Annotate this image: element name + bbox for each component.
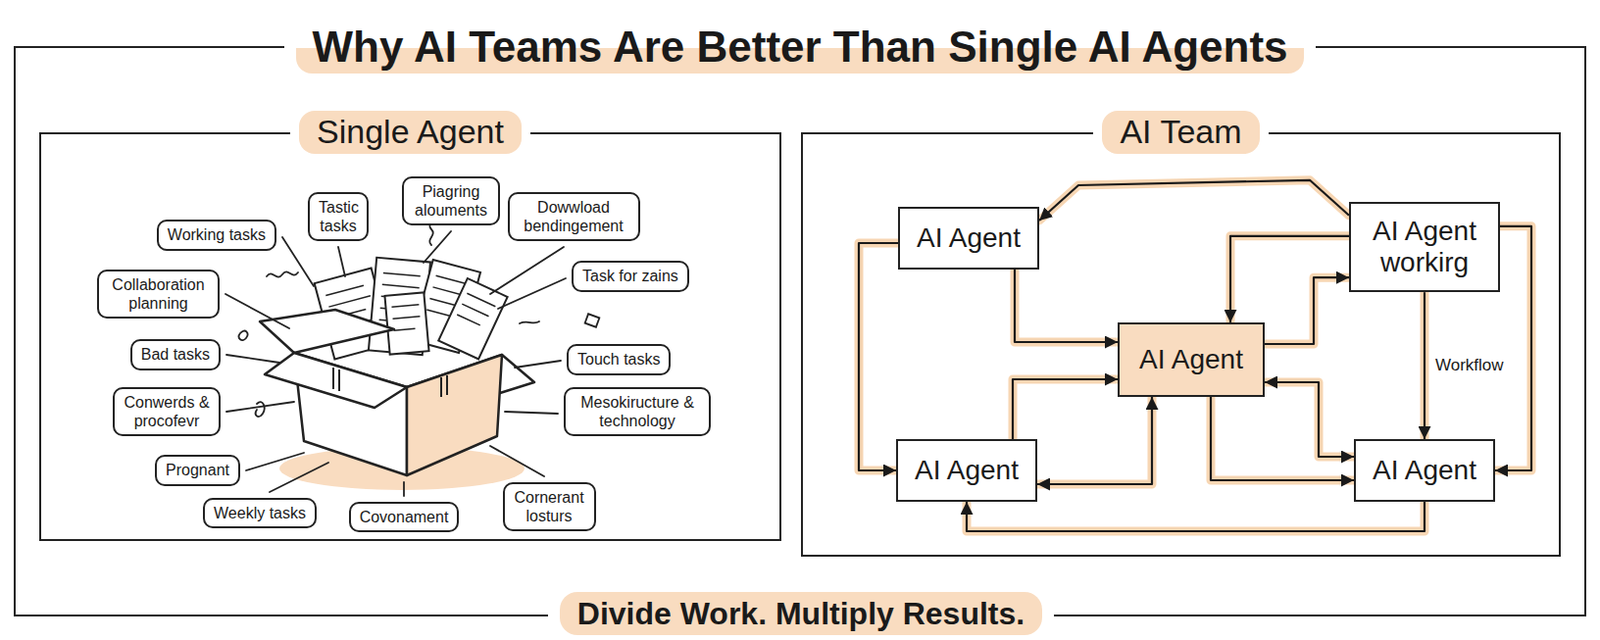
callout-text: Dowwload bendingement	[518, 198, 630, 236]
panel-frame: Single AgentWorking tasksTastic tasksPia…	[39, 132, 782, 542]
connector-line	[1264, 277, 1350, 345]
task-callout: Weekly tasks	[202, 498, 317, 529]
callout-text: Cornerant losturs	[513, 488, 586, 526]
connector-line	[1039, 180, 1350, 221]
task-callout: Tastic tasks	[307, 192, 369, 242]
callout-text: Tastic tasks	[318, 198, 358, 236]
agent-box: AI Agent	[898, 206, 1040, 270]
task-callout: Touch tasks	[566, 344, 671, 375]
connector	[966, 501, 1425, 532]
connector-highlight	[1264, 382, 1354, 457]
connector-highlight	[1014, 269, 1118, 343]
agent-box: AI Agent workirg	[1349, 201, 1500, 293]
agent-label: AI Agent	[914, 454, 1019, 487]
callout-text: Prognant	[165, 460, 230, 480]
outer-frame	[14, 47, 1586, 616]
task-callout: Bad tasks	[130, 339, 221, 370]
agent-box: AI Agent	[1117, 322, 1265, 398]
edge-label: Workflow	[1432, 354, 1507, 377]
task-callout: Mesokiructure & technology	[563, 387, 711, 437]
callout-text: Touch tasks	[577, 350, 660, 369]
agent-label: AI Agent	[1139, 344, 1244, 376]
connector	[1424, 292, 1426, 440]
connector-line	[1012, 379, 1118, 440]
connector-line	[1037, 397, 1152, 485]
panel-heading: Single Agent	[299, 110, 522, 153]
connector-highlight	[1420, 292, 1430, 440]
connector-highlight	[1039, 180, 1350, 221]
callout-text: Covonament	[359, 507, 450, 527]
connector	[1039, 180, 1350, 221]
task-callout: Collaboration planning	[97, 269, 220, 319]
connector-line	[1210, 397, 1354, 481]
task-callout: Conwerds & procofevr	[112, 387, 221, 437]
task-callout: Dowwload bendingement	[507, 192, 641, 242]
connector-highlight	[966, 501, 1425, 532]
connector-line	[1264, 382, 1354, 457]
callout-text: Bad tasks	[141, 345, 210, 364]
connector-highlight	[1210, 397, 1354, 481]
connector-highlight	[1037, 397, 1152, 485]
task-callout: Working tasks	[156, 219, 277, 250]
callout-text: Working tasks	[167, 225, 266, 245]
connector	[1037, 397, 1152, 485]
panel-heading: AI Team	[1101, 110, 1259, 153]
agent-label: AI Agent	[1372, 454, 1477, 487]
connector	[1495, 226, 1532, 471]
task-callout: Task for zains	[571, 260, 690, 292]
connector-line	[858, 243, 899, 471]
leader-lines	[225, 231, 566, 497]
connector	[1264, 277, 1350, 345]
connector-line	[966, 501, 1425, 532]
callout-text: Piagring alouments	[412, 182, 490, 220]
callout-text: Collaboration planning	[107, 275, 209, 313]
task-callout: Covonament	[349, 501, 460, 533]
connector-line	[1423, 292, 1426, 440]
agent-label: AI Agent	[916, 222, 1021, 254]
callout-text: Task for zains	[582, 266, 679, 286]
task-callout: Prognant	[154, 454, 241, 486]
connector	[1012, 379, 1118, 440]
connector-highlight	[1264, 277, 1350, 345]
agent-label: AI Agent workirg	[1366, 215, 1483, 279]
agent-box: AI Agent	[896, 439, 1038, 502]
connector	[1014, 269, 1118, 343]
connector-highlight	[858, 243, 899, 471]
panel-frame: AI TeamAI AgentAI Agent workirgAI AgentA…	[800, 132, 1561, 557]
callout-text: Conwerds & procofevr	[123, 393, 210, 431]
task-callout: Piagring alouments	[401, 176, 500, 226]
connector	[1264, 382, 1354, 457]
connector	[858, 243, 899, 471]
callout-text: Mesokiructure & technology	[574, 393, 700, 431]
connector-line	[1014, 269, 1118, 343]
connector-line	[1495, 226, 1532, 471]
task-callout: Cornerant losturs	[502, 482, 597, 532]
cardboard-box	[259, 309, 535, 476]
connector-highlight	[1495, 226, 1532, 471]
callout-text: Weekly tasks	[213, 503, 306, 523]
connector-highlight	[1012, 379, 1118, 440]
connector	[1210, 397, 1354, 481]
squiggles	[239, 215, 600, 417]
caption: Divide Work. Multiply Results.	[559, 592, 1043, 636]
title: Why AI Teams Are Better Than Single AI A…	[296, 20, 1303, 75]
agent-box: AI Agent	[1353, 439, 1496, 502]
